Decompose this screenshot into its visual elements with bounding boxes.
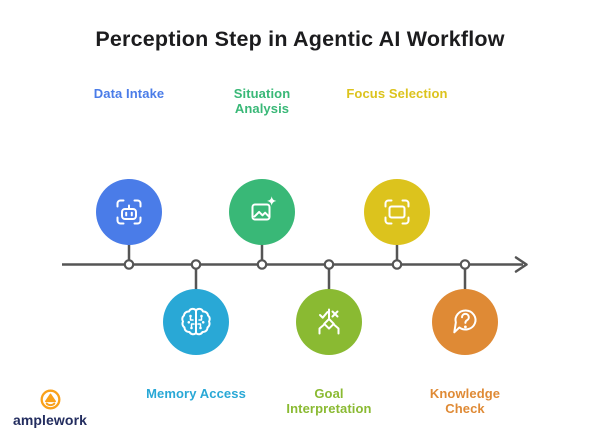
- question-bubble-icon: [453, 309, 477, 334]
- robot-scan-icon: [116, 199, 142, 225]
- step-label-data-intake: Data Intake: [93, 86, 165, 101]
- brain-icon: [181, 307, 211, 336]
- timeline-node: [256, 259, 268, 270]
- step-label-goal-interpretation: Goal Interpretation: [286, 386, 372, 416]
- step-circle-focus-selection: [364, 179, 430, 245]
- amplework-logo-icon: [40, 389, 60, 410]
- step-circle-goal-interpretation: [296, 289, 362, 355]
- image-sparkle-icon: [251, 196, 277, 221]
- timeline-node: [123, 259, 135, 270]
- step-label-memory-access: Memory Access: [146, 386, 246, 401]
- focus-frame-icon: [384, 199, 410, 225]
- timeline-node: [190, 259, 202, 270]
- timeline-node: [323, 259, 335, 270]
- timeline-node: [459, 259, 471, 270]
- step-circle-knowledge-check: [432, 289, 498, 355]
- step-circle-situation-analysis: [229, 179, 295, 245]
- brand-logo: amplework: [10, 388, 90, 428]
- decision-check-icon: [318, 308, 340, 335]
- timeline-node: [391, 259, 403, 270]
- step-circle-memory-access: [163, 289, 229, 355]
- brand-logo-text: amplework: [12, 412, 88, 428]
- step-circle-data-intake: [96, 179, 162, 245]
- timeline-arrow-icon: [514, 256, 528, 273]
- step-label-focus-selection: Focus Selection: [346, 86, 448, 101]
- page-title: Perception Step in Agentic AI Workflow: [95, 27, 505, 51]
- step-label-knowledge-check: Knowledge Check: [429, 386, 501, 416]
- step-label-situation-analysis: Situation Analysis: [233, 86, 291, 116]
